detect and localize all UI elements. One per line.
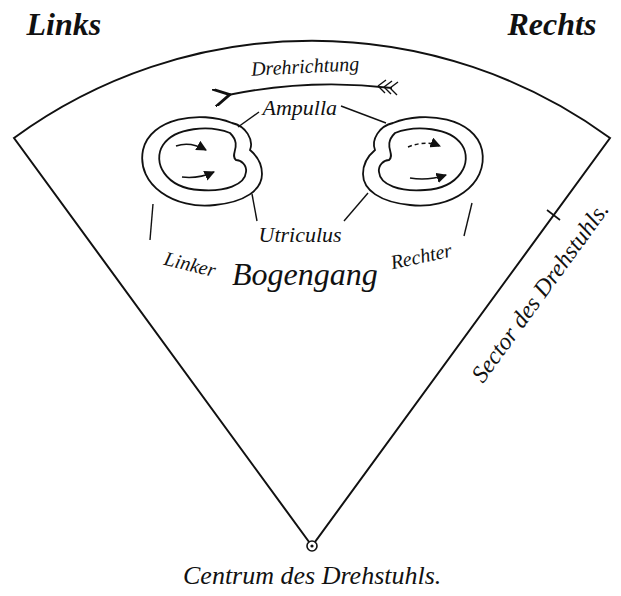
sector-label: Sector des Drehstuhls. bbox=[467, 198, 613, 387]
side-label: Linker bbox=[162, 248, 218, 280]
side-label: Rechts bbox=[508, 8, 597, 40]
direction-label: Drehrichtung bbox=[251, 53, 360, 79]
side-label: Links bbox=[27, 8, 102, 40]
canal-drawing bbox=[142, 117, 262, 206]
part-label: Ampulla bbox=[263, 97, 338, 119]
flow-arrow bbox=[410, 175, 446, 179]
flow-arrow bbox=[176, 144, 206, 150]
side-label: Rechter bbox=[389, 240, 454, 272]
centre-label: Centrum des Drehstuhls. bbox=[183, 563, 441, 589]
leader-tick bbox=[547, 210, 560, 220]
rotation-arrow bbox=[228, 84, 392, 95]
part-label: Bogengang bbox=[232, 258, 378, 290]
arrow-fletching bbox=[378, 80, 398, 95]
part-label: Utriculus bbox=[259, 224, 342, 246]
centre-mark bbox=[307, 541, 317, 551]
flow-arrow bbox=[182, 172, 214, 177]
leader-line bbox=[150, 106, 472, 240]
centre-dot bbox=[310, 544, 313, 547]
flow-arrow bbox=[408, 143, 440, 147]
chair-sector bbox=[14, 41, 610, 546]
canal-drawing bbox=[363, 117, 483, 206]
